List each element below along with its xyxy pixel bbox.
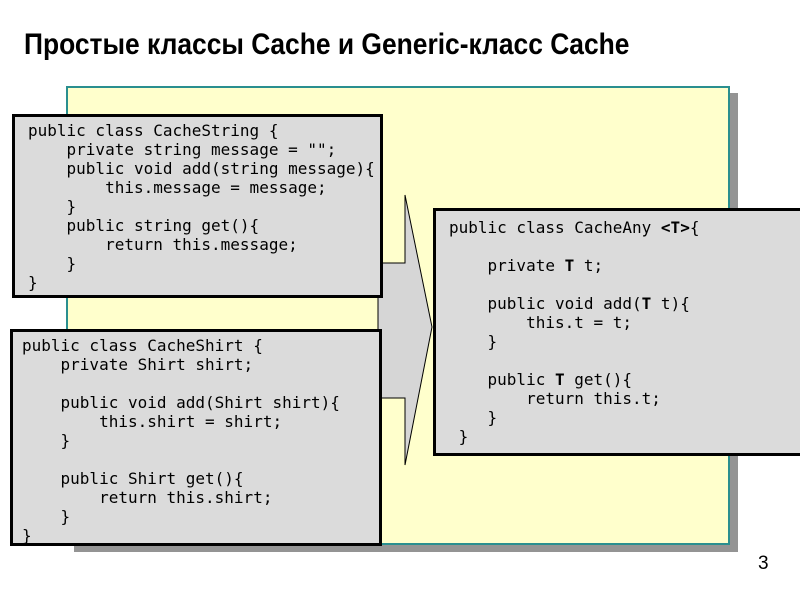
code-box-cachestring: public class CacheString { private strin…: [12, 114, 383, 298]
right-arrow-icon: [377, 194, 433, 466]
code-cachestring: public class CacheString { private strin…: [28, 121, 375, 292]
code-cacheshirt: public class CacheShirt { private Shirt …: [22, 336, 340, 545]
slide-title: Простые классы Cache и Generic-класс Cac…: [24, 28, 630, 61]
code-box-cacheany: public class CacheAny <T>{ private T t; …: [433, 208, 800, 456]
code-cacheany: public class CacheAny <T>{ private T t; …: [449, 218, 700, 446]
page-number: 3: [758, 553, 769, 574]
code-box-cacheshirt: public class CacheShirt { private Shirt …: [10, 329, 382, 546]
